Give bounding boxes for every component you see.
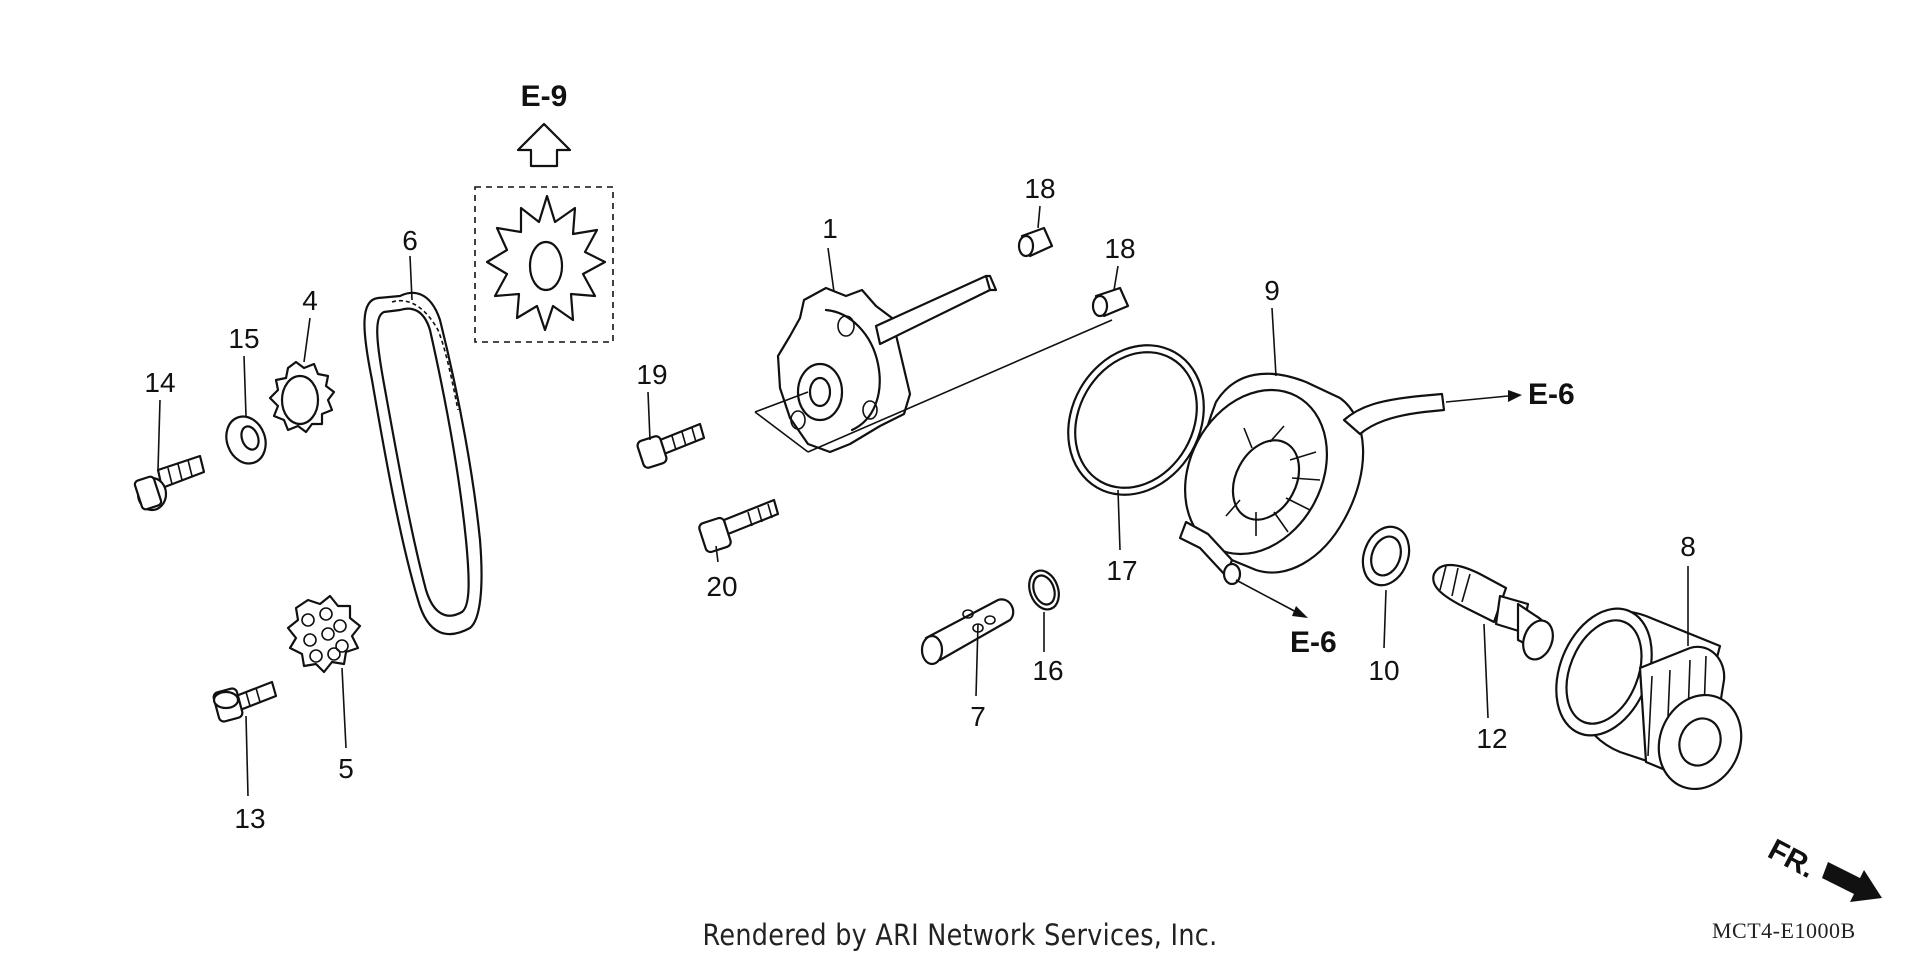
dashed-inset-box xyxy=(474,186,614,343)
part-7-relief-valve xyxy=(920,598,1015,666)
up-arrow-icon xyxy=(516,122,572,168)
part-20-bolt xyxy=(698,498,780,554)
e6-top-label: E-6 xyxy=(1528,378,1575,411)
arrow-right-icon xyxy=(1822,862,1882,902)
part-10-washer xyxy=(1361,525,1411,587)
part-label-1: 1 xyxy=(822,213,838,244)
part-label-18-upper: 18 xyxy=(1024,173,1055,204)
part-8-oil-filter xyxy=(1555,607,1743,791)
part-label-16: 16 xyxy=(1032,655,1063,686)
part-label-13: 13 xyxy=(234,803,265,834)
part-9-oil-cooler xyxy=(1178,372,1446,586)
leader-lines xyxy=(157,205,1689,797)
part-1-oil-pump xyxy=(754,274,1113,454)
part-label-18-lower: 18 xyxy=(1104,233,1135,264)
part-6-drive-chain xyxy=(363,291,483,636)
part-label-10: 10 xyxy=(1368,655,1399,686)
part-18-dowel-lower xyxy=(1091,286,1130,318)
e6-bottom-label: E-6 xyxy=(1290,626,1337,659)
part-label-5: 5 xyxy=(338,753,354,784)
part-label-7: 7 xyxy=(970,701,986,732)
part-label-9: 9 xyxy=(1264,275,1280,306)
front-marker-label: FR. xyxy=(1763,833,1821,885)
part-13-bolt xyxy=(212,680,278,723)
part-label-14: 14 xyxy=(144,367,175,398)
part-number-labels: 1 4 5 6 7 8 9 10 12 13 14 15 16 17 18 18… xyxy=(144,173,1695,834)
part-4-sprocket xyxy=(268,360,336,434)
rotor-gear-icon xyxy=(485,194,607,332)
part-label-8: 8 xyxy=(1680,531,1696,562)
part-5-pump-sprocket xyxy=(286,594,362,674)
part-label-6: 6 xyxy=(402,225,418,256)
e6-reference-bottom: E-6 xyxy=(1235,579,1337,659)
front-direction-marker: FR. xyxy=(1763,833,1882,902)
part-label-20: 20 xyxy=(706,571,737,602)
part-18-dowel-upper xyxy=(1017,226,1054,258)
part-19-bolt xyxy=(636,422,706,469)
drawing-code: MCT4-E1000B xyxy=(1712,918,1856,943)
e6-reference-top: E-6 xyxy=(1445,378,1575,411)
e9-reference: E-9 xyxy=(474,80,614,343)
part-16-o-ring xyxy=(1028,569,1060,611)
footer-credit: Rendered by ARI Network Services, Inc. xyxy=(702,918,1218,952)
e9-label: E-9 xyxy=(521,80,568,113)
part-label-15: 15 xyxy=(228,323,259,354)
part-label-12: 12 xyxy=(1476,723,1507,754)
part-label-17: 17 xyxy=(1106,555,1137,586)
part-12-cooler-bolt xyxy=(1432,563,1554,661)
part-label-4: 4 xyxy=(302,285,318,316)
part-14-bolt xyxy=(133,454,206,512)
part-label-19: 19 xyxy=(636,359,667,390)
part-15-washer xyxy=(225,415,267,465)
